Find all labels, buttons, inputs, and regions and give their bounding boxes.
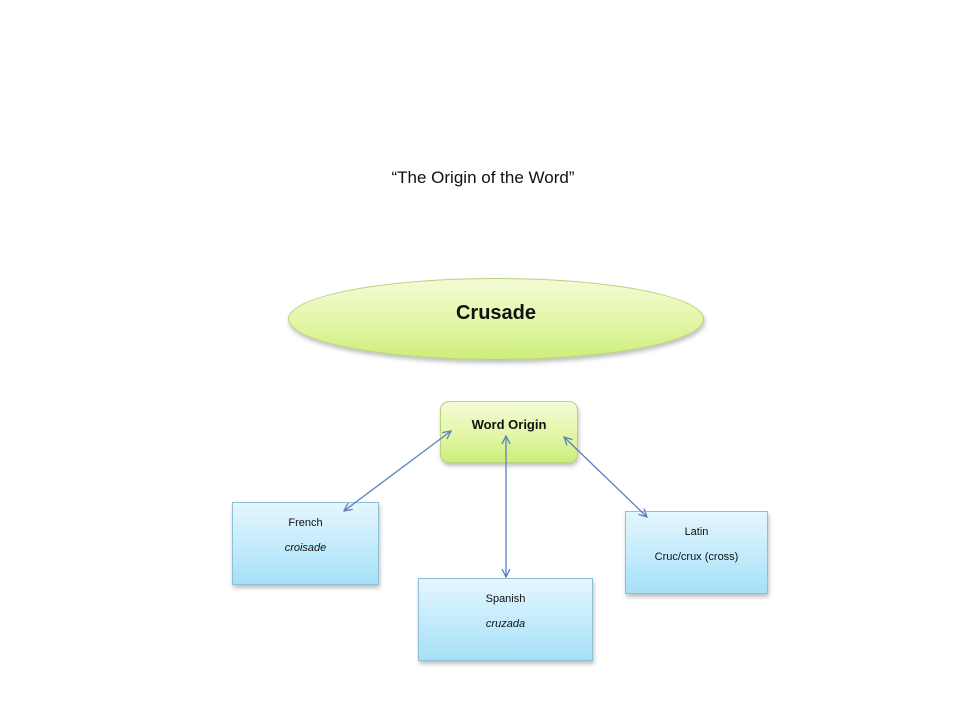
latin-node: Latin Cruc/crux (cross) [625, 511, 768, 594]
spanish-word: cruzada [485, 618, 526, 630]
french-name: French [288, 517, 323, 529]
spanish-node: Spanish cruzada [418, 578, 593, 661]
crusade-ellipse-node: Crusade [288, 278, 704, 360]
arrow-origin-french [344, 431, 451, 511]
slide-title: “The Origin of the Word” [391, 168, 575, 187]
word-origin-label: Word Origin [471, 417, 547, 432]
latin-name: Latin [684, 526, 709, 538]
latin-word: Cruc/crux (cross) [654, 551, 739, 563]
french-node: French croisade [232, 502, 379, 585]
word-origin-node: Word Origin [440, 401, 578, 463]
french-word: croisade [284, 542, 327, 554]
spanish-name: Spanish [485, 593, 526, 605]
crusade-label: Crusade [455, 301, 537, 324]
